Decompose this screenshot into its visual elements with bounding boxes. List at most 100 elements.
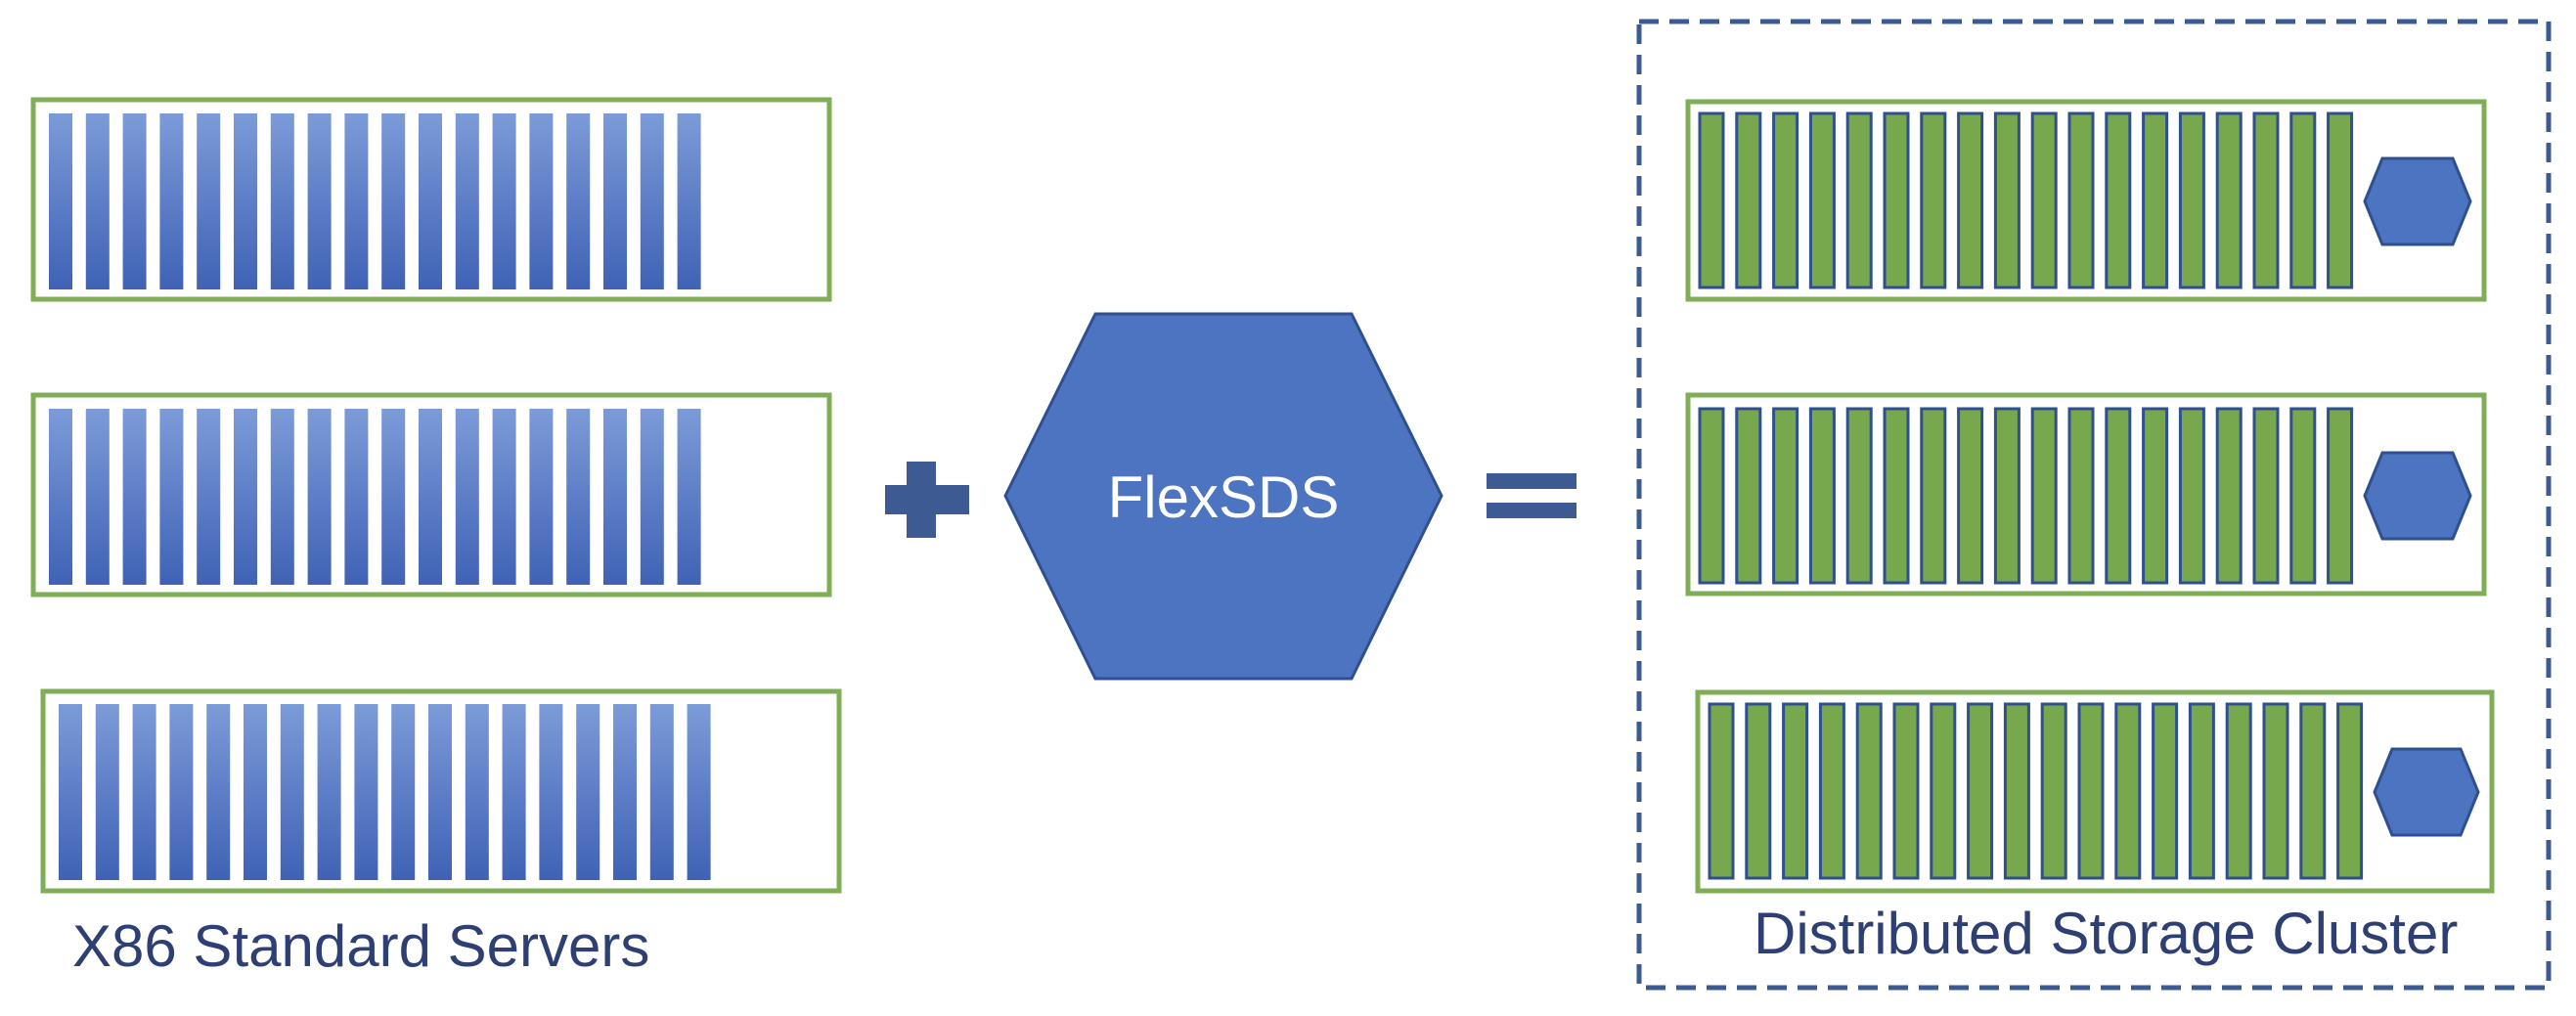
disk-slot [2225, 702, 2252, 880]
disk-slot [1930, 702, 1957, 880]
disk-slot [2030, 407, 2058, 585]
disk-slot [2067, 111, 2095, 289]
disk-slot [270, 113, 294, 289]
storage-node-group [1685, 99, 2495, 894]
disk-slot [234, 409, 257, 585]
disk-slot [2262, 702, 2289, 880]
disk-slot [1845, 407, 1873, 585]
disk-slot [122, 113, 147, 289]
disk-slot [1892, 702, 1920, 880]
disk-slot [649, 704, 674, 880]
disk-slot [270, 409, 294, 585]
flexsds-node-hexagon-icon [2373, 747, 2480, 837]
disk-slot [2114, 702, 2142, 880]
disk-slot [2215, 111, 2243, 289]
disk-slot [603, 113, 627, 289]
disk-slot [502, 704, 526, 880]
disk-slot [1993, 407, 2021, 585]
disk-slot [344, 113, 369, 289]
disk-slot [640, 409, 664, 585]
disk-slot [1772, 407, 1799, 585]
server-disk-bay [49, 113, 701, 289]
disk-slot [317, 704, 341, 880]
disk-slot [381, 113, 406, 289]
disk-slot [49, 113, 72, 289]
disk-slot [2188, 702, 2215, 880]
disk-slot [2040, 702, 2067, 880]
disk-slot [354, 704, 378, 880]
disk-slot [391, 704, 416, 880]
disk-slot [2327, 111, 2354, 289]
disk-slot [2067, 407, 2095, 585]
server-disk-bay [59, 704, 711, 880]
disk-slot [1745, 702, 1772, 880]
cluster-boundary [1636, 19, 2552, 991]
disk-slot [2178, 407, 2205, 585]
disk-slot [95, 704, 119, 880]
hexagon-icon [1003, 312, 1443, 681]
disk-slot [428, 704, 452, 880]
disk-slot [280, 704, 304, 880]
disk-slot [1782, 702, 1809, 880]
disk-slot [539, 704, 563, 880]
disk-slot [576, 704, 600, 880]
disk-slot [2178, 111, 2205, 289]
disk-slot [687, 704, 711, 880]
disk-slot [59, 704, 82, 880]
disk-slot [677, 409, 701, 585]
x86-servers-label: X86 Standard Servers [72, 913, 649, 979]
disk-slot [2152, 702, 2179, 880]
disk-slot [1883, 407, 1910, 585]
disk-slot [344, 409, 369, 585]
disk-slot [2003, 702, 2030, 880]
cluster-label: Distributed Storage Cluster [1754, 901, 2458, 966]
disk-slot [566, 409, 591, 585]
disk-slot [1967, 702, 1994, 880]
disk-slot [206, 704, 231, 880]
disk-slot [2215, 407, 2243, 585]
plus-icon [885, 462, 969, 538]
disk-slot [169, 704, 194, 880]
disk-slot [613, 704, 637, 880]
disk-slot [465, 704, 489, 880]
x86-server-group [30, 97, 842, 894]
disk-slot [2030, 111, 2058, 289]
disk-slot [1735, 111, 1762, 289]
disk-slot [2105, 407, 2132, 585]
disk-slot [1957, 407, 1984, 585]
disk-slot [1957, 111, 1984, 289]
disk-slot [197, 409, 221, 585]
disk-slot [159, 113, 184, 289]
flexsds-node-hexagon-icon [2363, 156, 2472, 246]
disk-slot [455, 113, 479, 289]
disk-slot [85, 113, 110, 289]
storage-node-disk-bay [1698, 111, 2354, 289]
disk-slot [1920, 407, 1947, 585]
server-disk-bay [49, 409, 701, 585]
disk-slot [1698, 407, 1725, 585]
flexsds-hexagon: FlexSDS [1003, 312, 1443, 681]
disk-slot [603, 409, 627, 585]
storage-node-disk-bay [1708, 702, 2364, 880]
disk-slot [1845, 111, 1873, 289]
disk-slot [244, 704, 267, 880]
storage-node-disk-bay [1698, 407, 2354, 585]
disk-slot [640, 113, 664, 289]
disk-slot [1818, 702, 1845, 880]
flexsds-label: FlexSDS [1108, 464, 1340, 530]
disk-slot [49, 409, 72, 585]
disk-slot [307, 113, 332, 289]
disk-slot [1735, 407, 1762, 585]
disk-slot [2289, 111, 2317, 289]
disk-slot [566, 113, 591, 289]
disk-slot [234, 113, 257, 289]
disk-slot [2327, 407, 2354, 585]
disk-slot [2336, 702, 2364, 880]
disk-slot [1808, 407, 1836, 585]
disk-slot [307, 409, 332, 585]
disk-slot [1708, 702, 1735, 880]
disk-slot [2077, 702, 2105, 880]
equals-icon [1487, 473, 1577, 518]
